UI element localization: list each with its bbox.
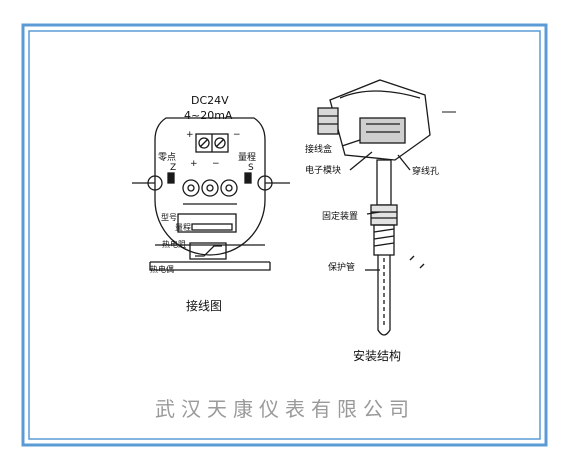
span-letter: S	[248, 163, 254, 173]
fixing-label: 固定装置	[322, 212, 359, 222]
install-diagram	[317, 79, 431, 336]
electronic-module	[359, 117, 406, 144]
module-label: 电子模块	[305, 166, 342, 176]
label-plate	[177, 213, 237, 233]
thermistor-element	[189, 242, 227, 260]
plus-top: +	[186, 130, 194, 140]
current-label: 4~20mA	[184, 109, 233, 122]
left-mount-hole	[147, 175, 163, 191]
sensor-terminal-3	[220, 179, 238, 197]
minus-label: −	[212, 159, 220, 169]
right-mount-hole	[257, 175, 273, 191]
wiring-caption: 接线图	[186, 299, 223, 313]
range-label: 量程	[175, 223, 191, 232]
sensor-terminal-1	[182, 179, 200, 197]
zero-label: 零点	[158, 153, 177, 163]
company-name: 武汉天康仪表有限公司	[155, 397, 415, 421]
junction-box	[329, 79, 431, 161]
plus-label: +	[190, 159, 198, 169]
neck	[376, 159, 392, 206]
zero-pot	[167, 172, 175, 184]
fixing-device	[370, 204, 398, 226]
power-label: DC24V	[191, 94, 229, 107]
hole-label: 穿线孔	[412, 167, 440, 177]
junction-box-label: 接线盒	[305, 145, 333, 155]
terminal-screw-minus	[214, 137, 226, 149]
thread	[373, 224, 395, 256]
sheath-label: 保护管	[328, 263, 356, 273]
span-label: 量程	[238, 153, 257, 163]
minus-top: −	[233, 130, 241, 140]
thermistor-label: 热电阻	[162, 240, 186, 249]
span-pot	[244, 172, 252, 184]
module-body	[154, 117, 266, 256]
sensor-terminal-2	[201, 179, 219, 197]
install-caption: 安装结构	[353, 349, 402, 363]
inner-frame	[28, 30, 541, 440]
cable-gland	[317, 107, 339, 135]
protection-sheath	[377, 255, 391, 336]
thermocouple-label: 热电偶	[150, 265, 174, 274]
model-label: 型号	[161, 213, 177, 222]
zero-letter: Z	[170, 163, 177, 173]
wiring-diagram	[132, 117, 290, 271]
terminal-screw-plus	[198, 137, 210, 149]
outer-frame	[21, 23, 548, 447]
